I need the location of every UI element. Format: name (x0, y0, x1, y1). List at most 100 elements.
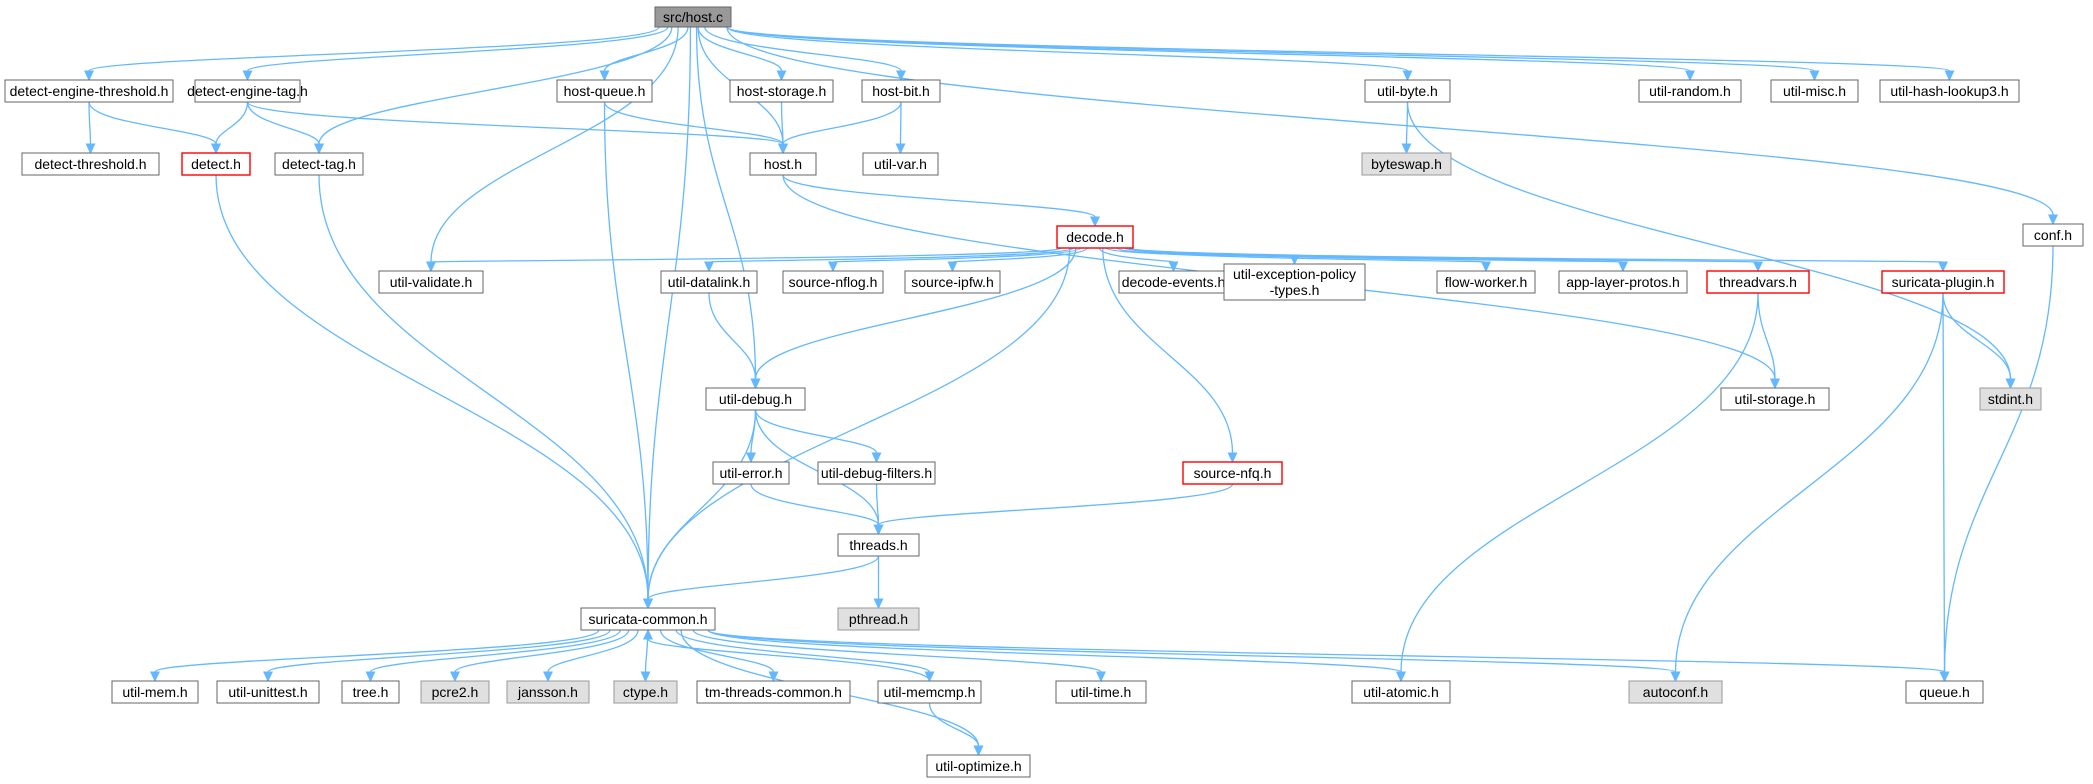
node-src-nfq[interactable]: source-nfq.h (1182, 461, 1283, 485)
edge-host_bit-to-host_h (778, 101, 902, 155)
node-util-error[interactable]: util-error.h (712, 461, 790, 485)
node-src-ipfw[interactable]: source-ipfw.h (904, 270, 1001, 294)
node-box (861, 79, 941, 103)
node-label: detect-engine-threshold.h (10, 83, 169, 99)
node-util-misc[interactable]: util-misc.h (1770, 79, 1859, 103)
node-threads-h[interactable]: threads.h (837, 533, 920, 557)
edge-line (750, 483, 880, 526)
node-util-time[interactable]: util-time.h (1055, 680, 1147, 704)
edge-arrowhead (1396, 671, 1406, 683)
node-queue-h[interactable]: queue.h (1905, 680, 1984, 704)
edge-arrowhead (1939, 671, 1950, 683)
edge-arrowhead (828, 261, 838, 273)
node-util-exc[interactable]: util-exception-policy-types.h (1223, 263, 1366, 301)
node-util-hash[interactable]: util-hash-lookup3.h (1879, 79, 2020, 103)
node-box (654, 6, 732, 28)
node-detect-tag[interactable]: detect-tag.h (274, 152, 364, 176)
node-label: decode.h (1066, 229, 1124, 245)
edge-arrowhead (1168, 261, 1179, 273)
node-dec-events[interactable]: decode-events.h (1118, 270, 1229, 294)
edge-line (603, 26, 689, 72)
node-suri-common[interactable]: suricata-common.h (580, 607, 716, 631)
edges-layer (84, 26, 2058, 757)
node-det-eng-thr[interactable]: detect-engine-threshold.h (4, 79, 174, 103)
node-util-debug[interactable]: util-debug.h (705, 387, 806, 411)
node-app-layer[interactable]: app-layer-protos.h (1558, 270, 1688, 294)
node-label: util-hash-lookup3.h (1890, 83, 2008, 99)
edge-arrowhead (1096, 671, 1106, 683)
edge-line (780, 101, 784, 145)
edge-line (754, 409, 880, 526)
edge-line (708, 292, 757, 380)
edge-arrowhead (704, 261, 714, 273)
edge-line (782, 174, 1096, 218)
node-detect-h[interactable]: detect.h (181, 152, 251, 176)
node-util-random[interactable]: util-random.h (1638, 79, 1742, 103)
edge-line (726, 26, 1951, 72)
edge-line (899, 101, 902, 145)
edge-decode_h-to-src_nfq (1102, 247, 1238, 464)
node-threadvars[interactable]: threadvars.h (1706, 270, 1810, 294)
edge-arrowhead (150, 671, 160, 683)
node-host-storage[interactable]: host-storage.h (729, 79, 834, 103)
edge-line (88, 26, 660, 72)
node-box (181, 152, 251, 176)
nodes-layer: src/host.c detect-engine-threshold.h detec… (4, 6, 2084, 778)
node-util-mem[interactable]: util-mem.h (111, 680, 199, 704)
edge-line (697, 26, 783, 72)
node-util-validate[interactable]: util-validate.h (378, 270, 484, 294)
edge-util_debug-to-util_error (746, 409, 757, 464)
node-util-var[interactable]: util-var.h (862, 152, 939, 176)
node-conf-h[interactable]: conf.h (2022, 223, 2084, 247)
edge-line (695, 26, 757, 380)
node-label: ctype.h (623, 684, 668, 700)
edge-line (726, 26, 1691, 72)
node-host-queue[interactable]: host-queue.h (556, 79, 653, 103)
node-label: host.h (764, 156, 802, 172)
node-decode-h[interactable]: decode.h (1056, 225, 1134, 249)
node-pcre2: pcre2.h (420, 680, 490, 704)
edge-host_h-to-decode_h (782, 174, 1100, 228)
node-util-unittest[interactable]: util-unittest.h (216, 680, 320, 704)
node-det-eng-tag[interactable]: detect-engine-tag.h (187, 79, 308, 103)
node-src-nflog[interactable]: source-nflog.h (782, 270, 884, 294)
edge-line (659, 629, 775, 673)
edge-line (603, 101, 784, 145)
edge-line (154, 629, 600, 673)
node-box (111, 680, 199, 704)
edge-arrowhead (314, 143, 324, 155)
node-det-thr[interactable]: detect-threshold.h (21, 152, 160, 176)
edge-arrowhead (947, 261, 958, 273)
edge-line (877, 483, 1234, 526)
node-suri-plugin[interactable]: suricata-plugin.h (1881, 270, 2005, 294)
node-util-datalink[interactable]: util-datalink.h (660, 270, 758, 294)
node-label: host-bit.h (872, 83, 930, 99)
node-util-dbg-filt[interactable]: util-debug-filters.h (817, 461, 936, 485)
node-host-h[interactable]: host.h (749, 152, 817, 176)
edge-threads_h-to-pthread (873, 556, 884, 610)
node-host-c[interactable]: src/host.c (654, 6, 732, 28)
edge-suri_common-to-util_mem (150, 629, 600, 683)
node-label: threadvars.h (1719, 274, 1797, 290)
node-tree-h[interactable]: tree.h (341, 680, 400, 704)
node-util-memcmp[interactable]: util-memcmp.h (877, 680, 982, 704)
node-label: queue.h (1919, 684, 1970, 700)
edge-decode_h-to-threadvars (1128, 247, 1763, 273)
edge-suri_common-to-util_time (692, 629, 1106, 683)
node-label: util-var.h (874, 156, 927, 172)
node-util-byte[interactable]: util-byte.h (1364, 79, 1451, 103)
edge-line (215, 101, 249, 145)
edge-host_c-to-host_bit (704, 26, 906, 82)
edge-host_c-to-host_storage (697, 26, 787, 82)
node-flow-worker[interactable]: flow-worker.h (1436, 270, 1536, 294)
node-util-atomic[interactable]: util-atomic.h (1351, 680, 1451, 704)
edge-arrowhead (2005, 378, 2016, 390)
node-util-storage[interactable]: util-storage.h (1720, 387, 1830, 411)
node-autoconf: autoconf.h (1628, 680, 1723, 704)
node-tm-threads[interactable]: tm-threads-common.h (696, 680, 851, 704)
node-util-optimize[interactable]: util-optimize.h (926, 754, 1031, 778)
node-host-bit[interactable]: host-bit.h (861, 79, 941, 103)
node-box (4, 79, 174, 103)
node-box (556, 79, 653, 103)
edge-arrowhead (2048, 214, 2058, 226)
